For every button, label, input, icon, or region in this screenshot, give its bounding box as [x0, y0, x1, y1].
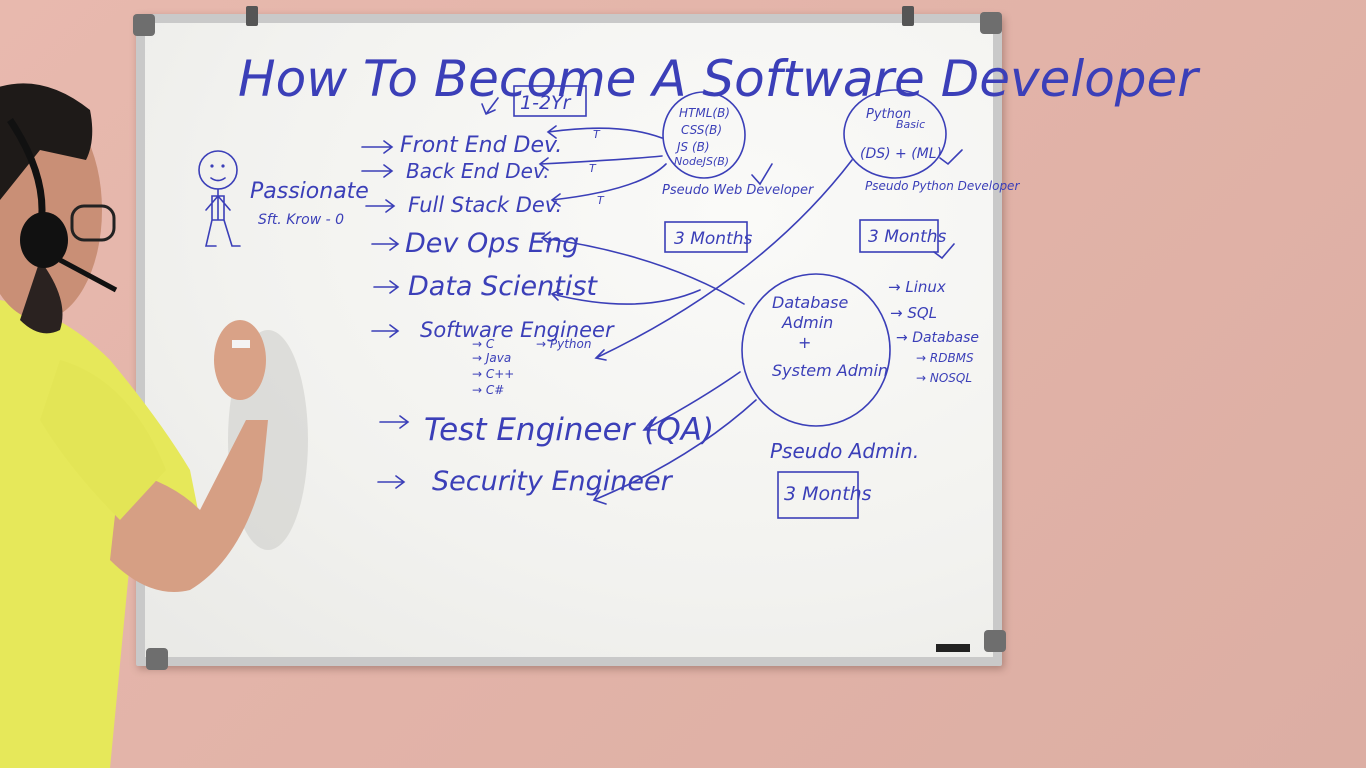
arrow-web-frontend: [546, 125, 663, 139]
db-skill-rdbms: → RDBMS: [916, 351, 974, 365]
board-corner-tl: [133, 14, 155, 36]
python-caption: Pseudo Python Developer: [865, 179, 1020, 193]
arrow-db-datascience: [550, 289, 701, 305]
db-skill-nosql: → NOSQL: [916, 371, 972, 385]
db-label-database: Database: [772, 293, 849, 312]
python-skill-python: Python: [866, 107, 911, 122]
db-months-box: [777, 471, 859, 519]
web-check-icon: [751, 163, 773, 186]
whiteboard: [136, 14, 1002, 666]
db-months: 3 Months: [784, 483, 872, 505]
python-skill-basic: Basic: [896, 118, 925, 131]
lang-java: → Java: [472, 351, 511, 365]
board-hanger-right: [902, 6, 914, 26]
web-caption: Pseudo Web Developer: [662, 183, 815, 198]
t-mark-3: T: [597, 194, 605, 207]
python-skills-circle: [843, 89, 947, 179]
python-skill-ds-ml: (DS) + (ML): [860, 146, 942, 162]
web-skill-js: JS (B): [675, 140, 710, 154]
python-months: 3 Months: [868, 227, 947, 247]
web-months: 3 Months: [674, 229, 753, 249]
t-mark-1: T: [593, 128, 601, 141]
db-skill-linux: → Linux: [888, 278, 946, 296]
board-title: How To Become A Software Developer: [238, 50, 1201, 108]
role-front-end: Front End Dev.: [400, 133, 562, 158]
board-hanger-left: [246, 6, 258, 26]
arrow-db-test: [642, 371, 741, 431]
python-check-icon: [939, 149, 963, 166]
lang-python: → Python: [536, 337, 591, 351]
stick-label-passionate: Passionate: [250, 179, 369, 204]
board-corner-tr: [980, 12, 1002, 34]
web-skill-css: CSS(B): [681, 123, 722, 137]
arrow-db-devops: [540, 231, 745, 305]
arrow-python-software: [594, 159, 853, 361]
t-mark-2: T: [589, 162, 597, 175]
role-security-engineer: Security Engineer: [432, 466, 674, 497]
role-full-stack: Full Stack Dev.: [408, 193, 562, 217]
lang-cpp: → C++: [472, 367, 514, 381]
web-skills-circle: [662, 91, 746, 179]
python-months-box: [859, 219, 939, 253]
lang-csharp: → C#: [472, 383, 504, 397]
board-brand-logo: [936, 644, 970, 652]
db-skill-database: → Database: [896, 330, 979, 346]
stick-label-knowledge: Sft. Krow - 0: [258, 212, 344, 228]
db-skill-sql: → SQL: [890, 304, 937, 322]
python-check2-icon: [933, 243, 955, 260]
db-label-sysadmin: System Admin: [772, 361, 888, 380]
lang-c: → C: [472, 337, 495, 351]
role-test-engineer: Test Engineer (QA): [424, 412, 714, 448]
db-skills-circle: [741, 273, 891, 427]
db-caption: Pseudo Admin.: [770, 439, 919, 463]
arrow-web-fullstack: [550, 163, 667, 207]
role-back-end: Back End Dev.: [406, 159, 550, 183]
web-skill-node: NodeJS(B): [674, 155, 729, 168]
duration-top: 1-2Yr: [520, 92, 572, 114]
duration-box: [513, 85, 587, 117]
web-months-box: [664, 221, 748, 253]
db-label-admin: Admin: [781, 313, 833, 332]
language-list: → C → Java → C++ → C# → Python: [472, 337, 591, 397]
duration-arrow: [481, 97, 499, 115]
arrow-db-security: [592, 399, 757, 505]
arrow-web-backend: [538, 155, 663, 171]
board-corner-br: [984, 630, 1006, 652]
db-label-plus: +: [798, 333, 811, 352]
role-devops: Dev Ops Eng: [405, 228, 579, 259]
web-skill-html: HTML(B): [679, 106, 730, 120]
role-software-engineer: Software Engineer: [420, 318, 615, 342]
stick-figure-icon: [198, 150, 241, 247]
